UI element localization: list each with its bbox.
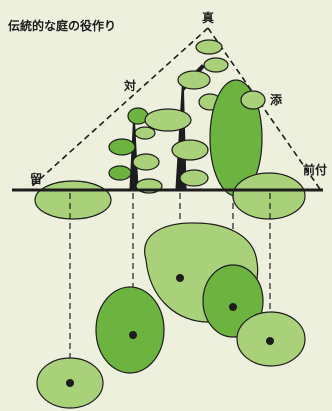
tree-shin-pad: [196, 40, 222, 54]
tree-soe-side-pad: [241, 91, 265, 109]
tree-tai-pad: [109, 139, 135, 155]
plan-dot-tai: [129, 331, 137, 339]
diagram-title: 伝統的な庭の役作り: [8, 18, 116, 33]
tree-tai-pad: [133, 154, 159, 170]
plan-dot-tome: [66, 379, 74, 387]
tree-shin-pad: [172, 140, 208, 160]
plan-dot-soe: [229, 303, 237, 311]
shrub-tome: [35, 181, 111, 219]
tree-tai-pad: [109, 166, 131, 180]
tree-shin-pad: [180, 170, 208, 186]
tree-shin-pad: [145, 109, 191, 131]
tree-shin-pad: [178, 71, 210, 89]
shrub-maezuke: [233, 173, 305, 219]
plan-dot-maezuke: [266, 337, 274, 345]
label-soe: 添: [270, 92, 283, 107]
tree-shin-pad: [204, 58, 228, 72]
plan-tai: [96, 287, 164, 373]
label-tai: 対: [123, 78, 136, 93]
label-shin: 真: [202, 10, 214, 25]
tree-tai-pad: [135, 127, 155, 139]
plan-dot-shin: [176, 274, 184, 282]
